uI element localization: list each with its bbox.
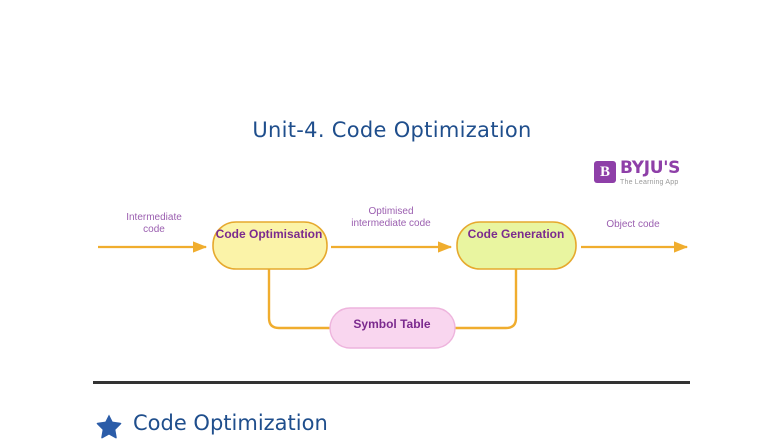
edge-label-optimised-intermediate-code: Optimised intermediate code xyxy=(351,206,431,229)
byjus-logo-text: BYJU'S The Learning App xyxy=(620,160,680,188)
star-icon xyxy=(96,414,122,439)
bullet-heading-row: Code Optimization xyxy=(96,408,596,441)
connector-optimisation-symbol-table xyxy=(267,267,333,330)
compiler-flow-diagram: Code Optimisation Code Generation Symbol… xyxy=(95,198,695,353)
byjus-tagline: The Learning App xyxy=(620,179,679,186)
page-title: Unit-4. Code Optimization xyxy=(252,118,532,142)
edge-label-object-code: Object code xyxy=(606,219,660,230)
node-code-optimisation-shape xyxy=(212,221,328,270)
node-code-generation-shape xyxy=(456,221,577,270)
connector-generation-symbol-table xyxy=(451,267,518,330)
bullet-heading-label: Code Optimization xyxy=(133,411,328,435)
byjus-wordmark: BYJU'S xyxy=(620,158,681,178)
byjus-logo: BYJU'S The Learning App xyxy=(594,160,692,193)
node-symbol-table-shape xyxy=(329,307,456,349)
byjus-b-icon xyxy=(594,161,616,183)
edge-label-intermediate-code: Intermediate code xyxy=(126,212,182,235)
section-divider xyxy=(93,381,690,384)
diagram-graphics xyxy=(98,221,689,349)
